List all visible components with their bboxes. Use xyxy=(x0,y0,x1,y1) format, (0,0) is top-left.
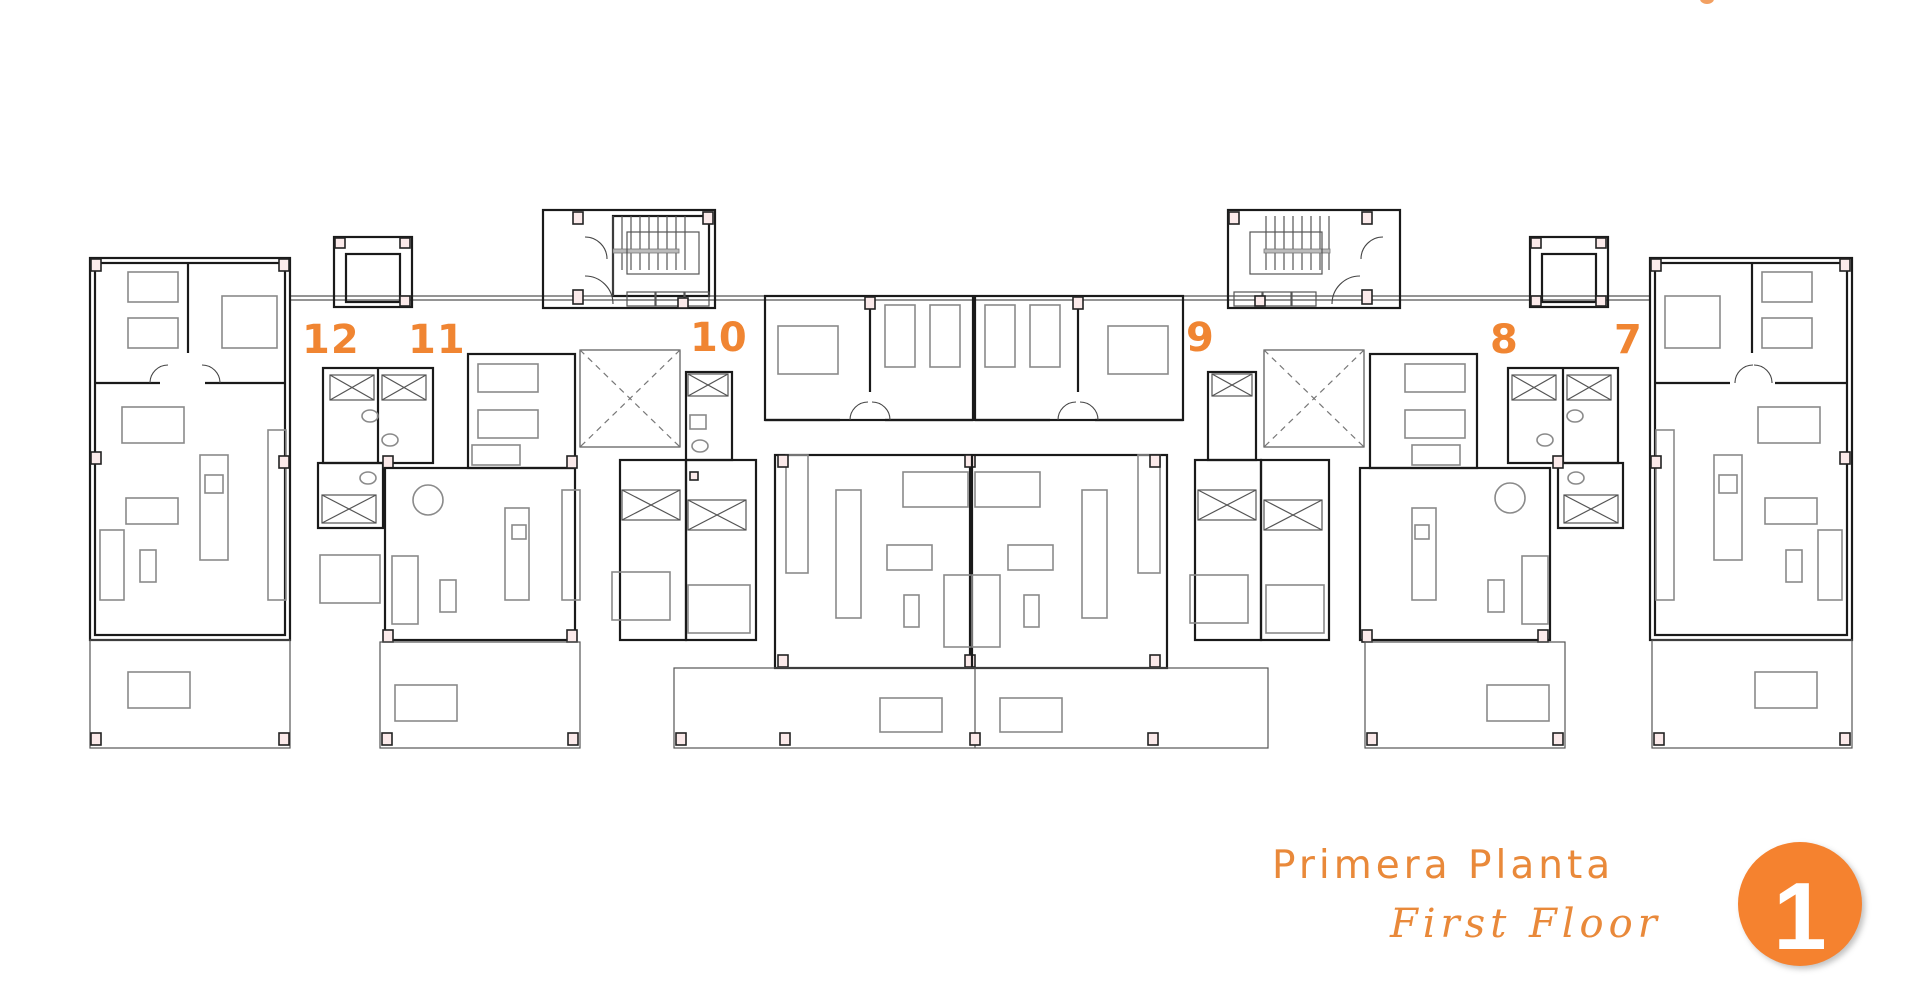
terrace-center xyxy=(673,667,1269,749)
floor-title-spanish: Primera Planta xyxy=(1272,843,1615,888)
terrace-11 xyxy=(379,641,581,749)
unit-12-plan xyxy=(88,256,292,642)
floor-number-badge: 1 xyxy=(1738,842,1862,970)
unit-10-plan xyxy=(611,370,758,642)
unit-label-12: 12 xyxy=(302,317,360,363)
unit-10-bedrooms xyxy=(763,294,975,422)
bathroom-core-12-11 xyxy=(316,366,435,530)
unit-8-plan xyxy=(1358,352,1552,643)
unit-label-7: 7 xyxy=(1614,317,1643,363)
terrace-7 xyxy=(1651,639,1853,749)
floor-title-english: First Floor xyxy=(1390,901,1662,947)
unit-label-11: 11 xyxy=(408,317,466,363)
unit-9-plan xyxy=(1189,370,1331,642)
void-right xyxy=(1263,349,1365,448)
unit-label-10: 10 xyxy=(690,315,748,361)
unit-11-plan xyxy=(319,352,581,643)
unit-10-living xyxy=(773,453,976,670)
void-left xyxy=(579,349,681,448)
stair-core-left xyxy=(541,208,717,310)
stair-core-right xyxy=(1226,208,1402,310)
terrace-8 xyxy=(1364,641,1566,749)
floor-number: 1 xyxy=(1773,863,1827,970)
bathroom-core-8-7 xyxy=(1506,366,1625,530)
unit-7-plan xyxy=(1648,256,1854,642)
terrace-12 xyxy=(89,639,291,749)
elevator-right xyxy=(1528,235,1610,309)
unit-9-bedrooms xyxy=(973,294,1185,422)
unit-label-8: 8 xyxy=(1490,317,1519,363)
elevator-left xyxy=(332,235,414,309)
unit-label-9: 9 xyxy=(1186,315,1215,361)
cropped-marker xyxy=(1700,0,1714,4)
unit-9-living xyxy=(970,453,1169,670)
floor-plan xyxy=(88,208,1854,749)
